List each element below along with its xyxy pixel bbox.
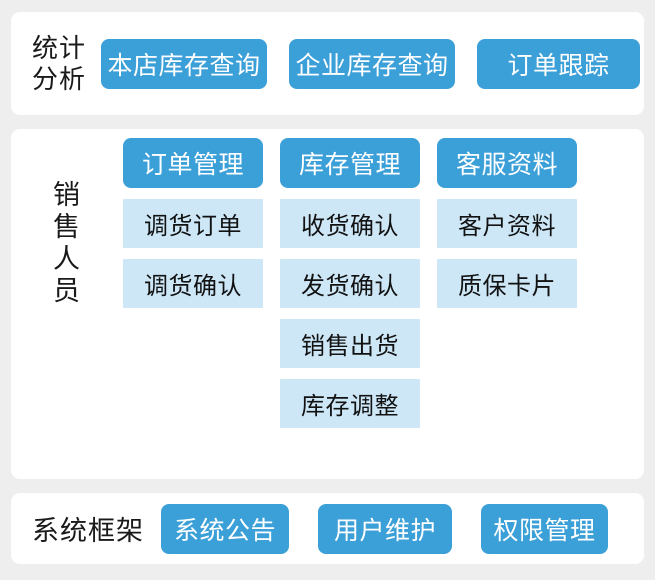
- sales-column-order-management: 订单管理 调货订单 调货确认: [123, 138, 263, 428]
- system-button-announcement[interactable]: 系统公告: [161, 503, 289, 554]
- section-label-sales-char-2: 售: [53, 212, 81, 242]
- section-label-sales: 销 售 人 员: [11, 129, 123, 307]
- sales-tile-stock-adjustment[interactable]: 库存调整: [280, 379, 420, 428]
- stats-button-local-stock-query[interactable]: 本店库存查询: [101, 38, 267, 89]
- sales-tile-warranty-card[interactable]: 质保卡片: [437, 259, 577, 308]
- section-label-sales-char-4: 员: [53, 276, 81, 306]
- section-card-stats: 统计 分析 本店库存查询 企业库存查询 订单跟踪: [11, 12, 644, 115]
- section-label-sales-char-1: 销: [53, 180, 81, 210]
- sales-tile-transfer-order[interactable]: 调货订单: [123, 199, 263, 248]
- stats-button-enterprise-stock-query[interactable]: 企业库存查询: [289, 38, 455, 89]
- system-button-group: 系统公告 用户维护 权限管理: [161, 503, 608, 554]
- system-button-permission-management[interactable]: 权限管理: [481, 503, 608, 554]
- sales-tile-sales-shipment[interactable]: 销售出货: [280, 319, 420, 368]
- sales-tile-receipt-confirm[interactable]: 收货确认: [280, 199, 420, 248]
- section-card-sales: 销 售 人 员 订单管理 调货订单 调货确认 库存管理 收货确认 发货确认 销售…: [11, 129, 644, 479]
- sales-column-group: 订单管理 调货订单 调货确认 库存管理 收货确认 发货确认 销售出货 库存调整 …: [123, 129, 577, 428]
- system-button-user-maintenance[interactable]: 用户维护: [318, 503, 452, 554]
- stats-button-group: 本店库存查询 企业库存查询 订单跟踪: [90, 38, 640, 89]
- section-label-stats: 统计 分析: [22, 33, 90, 95]
- sales-header-stock-management[interactable]: 库存管理: [280, 138, 420, 188]
- sales-column-stock-management: 库存管理 收货确认 发货确认 销售出货 库存调整: [280, 138, 420, 428]
- sales-tile-transfer-confirm[interactable]: 调货确认: [123, 259, 263, 308]
- sales-header-customer-service[interactable]: 客服资料: [437, 138, 577, 188]
- sales-header-order-management[interactable]: 订单管理: [123, 138, 263, 188]
- sales-tile-customer-profile[interactable]: 客户资料: [437, 199, 577, 248]
- section-label-stats-line-2: 分析: [32, 63, 87, 94]
- stats-button-order-tracking[interactable]: 订单跟踪: [477, 38, 640, 89]
- section-label-sales-char-3: 人: [53, 244, 81, 274]
- sales-tile-shipment-confirm[interactable]: 发货确认: [280, 259, 420, 308]
- sales-column-customer-service: 客服资料 客户资料 质保卡片: [437, 138, 577, 428]
- section-label-system: 系统框架: [32, 516, 144, 546]
- section-card-system: 系统框架 系统公告 用户维护 权限管理: [11, 493, 644, 564]
- section-label-stats-line-1: 统计: [32, 32, 87, 63]
